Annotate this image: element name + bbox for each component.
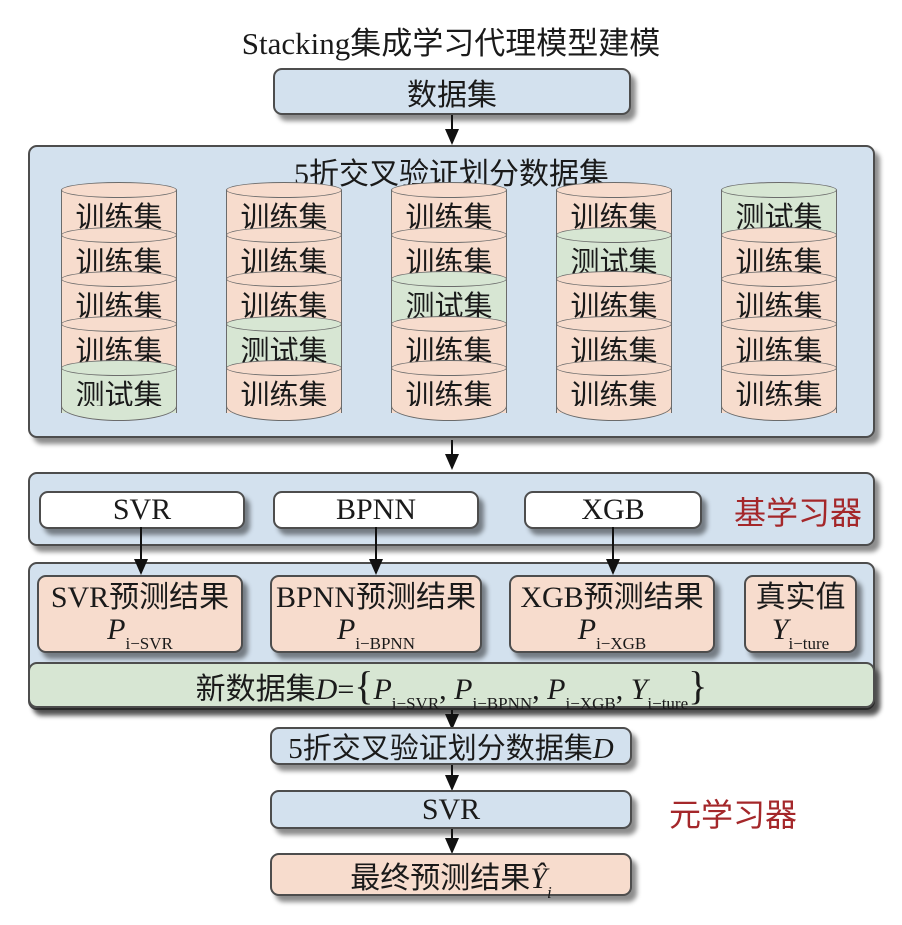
cylinder-cap bbox=[61, 226, 177, 243]
base-model-xgb-label: XGB bbox=[581, 493, 645, 526]
true-value-symbol: Yi−ture bbox=[771, 613, 830, 653]
cylinder-bottom bbox=[226, 405, 342, 421]
final-result-label: 最终预测结果Ŷi bbox=[350, 861, 552, 902]
fold-cylinder-3: 训练集训练集测试集训练集训练集 bbox=[391, 182, 507, 421]
meta-model-label: SVR bbox=[421, 792, 481, 826]
bpnn-prediction-label: BPNN预测结果 bbox=[275, 581, 477, 614]
svr-prediction-symbol: Pi−SVR bbox=[107, 613, 173, 653]
new-dataset-box: 新数据集D={Pi−SVR, Pi−BPNN, Pi−XGB, Yi−ture} bbox=[28, 662, 875, 713]
arrow-dataset-to-cv bbox=[445, 115, 459, 145]
dataset-label: 数据集 bbox=[407, 78, 497, 112]
cylinder-cap bbox=[391, 182, 507, 198]
fold-cylinder-1: 训练集训练集训练集训练集测试集 bbox=[61, 182, 177, 421]
meta-model-box: SVR bbox=[270, 790, 632, 829]
train-set-segment: 训练集 bbox=[61, 315, 177, 368]
cylinder-cap bbox=[61, 182, 177, 198]
cylinder-cap bbox=[391, 271, 507, 287]
base-learner-panel: SVR BPNN XGB 基学习器 bbox=[28, 472, 875, 546]
fold-cylinder-5: 测试集训练集训练集训练集训练集 bbox=[721, 182, 837, 421]
cylinder-bottom bbox=[391, 405, 507, 421]
cylinder-bottom bbox=[556, 405, 672, 421]
cylinder-cap bbox=[556, 182, 672, 198]
xgb-prediction-box: XGB预测结果 Pi−XGB bbox=[509, 575, 715, 653]
xgb-prediction-symbol: Pi−XGB bbox=[577, 613, 647, 653]
cylinder-bottom bbox=[721, 405, 837, 421]
base-model-bpnn-label: BPNN bbox=[335, 493, 417, 526]
fold-cylinder-4: 训练集测试集训练集训练集训练集 bbox=[556, 182, 672, 421]
diagram-title: Stacking集成学习代理模型建模 bbox=[241, 26, 661, 61]
new-dataset-formula: 新数据集D={Pi−SVR, Pi−BPNN, Pi−XGB, Yi−ture} bbox=[195, 662, 708, 713]
meta-cv-label: 5折交叉验证划分数据集D bbox=[288, 733, 614, 765]
cylinder-cap bbox=[556, 226, 672, 243]
train-set-segment: 训练集 bbox=[226, 226, 342, 279]
dataset-box: 数据集 bbox=[273, 68, 631, 115]
svr-prediction-box: SVR预测结果 Pi−SVR bbox=[37, 575, 243, 653]
base-model-svr-label: SVR bbox=[112, 493, 172, 526]
arrow-svr-to-pred bbox=[134, 527, 148, 575]
cylinder-bottom bbox=[61, 405, 177, 421]
cylinder-cap bbox=[61, 360, 177, 376]
fold-columns: 训练集训练集训练集训练集测试集训练集训练集训练集测试集训练集训练集训练集测试集训… bbox=[61, 182, 853, 421]
cylinder-cap bbox=[226, 360, 342, 376]
test-set-segment: 测试集 bbox=[391, 271, 507, 324]
base-learner-label: 基学习器 bbox=[734, 495, 863, 531]
cylinder-cap bbox=[61, 315, 177, 332]
cv-panel: 5折交叉验证划分数据集 训练集训练集训练集训练集测试集训练集训练集训练集测试集训… bbox=[28, 145, 875, 438]
cylinder-cap bbox=[391, 315, 507, 332]
train-set-segment: 训练集 bbox=[391, 315, 507, 368]
fold-cylinder-2: 训练集训练集训练集测试集训练集 bbox=[226, 182, 342, 421]
arrow-newdata-to-metacv bbox=[445, 710, 459, 730]
final-result-box: 最终预测结果Ŷi bbox=[270, 853, 632, 902]
svr-prediction-label: SVR预测结果 bbox=[50, 581, 230, 614]
true-value-box: 真实值 Yi−ture bbox=[744, 575, 857, 653]
bpnn-prediction-box: BPNN预测结果 Pi−BPNN bbox=[270, 575, 482, 653]
cylinder-cap bbox=[556, 360, 672, 376]
cylinder-cap bbox=[556, 315, 672, 332]
arrow-metacv-to-svr bbox=[445, 765, 459, 791]
cylinder-cap bbox=[391, 360, 507, 376]
cylinder-cap bbox=[721, 271, 837, 287]
base-model-xgb: XGB bbox=[524, 491, 702, 529]
meta-learner-label: 元学习器 bbox=[669, 797, 798, 833]
cylinder-cap bbox=[721, 315, 837, 332]
cylinder-cap bbox=[226, 182, 342, 198]
cylinder-cap bbox=[556, 271, 672, 287]
base-model-bpnn: BPNN bbox=[273, 491, 479, 529]
true-value-label: 真实值 bbox=[755, 581, 846, 614]
cylinder-cap bbox=[721, 182, 837, 198]
cylinder-cap bbox=[61, 271, 177, 287]
bpnn-prediction-symbol: Pi−BPNN bbox=[337, 613, 415, 653]
arrow-bpnn-to-pred bbox=[369, 527, 383, 575]
cylinder-cap bbox=[391, 226, 507, 243]
cylinder-cap bbox=[226, 271, 342, 287]
arrow-cv-to-base bbox=[445, 440, 459, 470]
arrow-svr-to-final bbox=[445, 829, 459, 854]
cylinder-cap bbox=[226, 315, 342, 332]
cylinder-cap bbox=[226, 226, 342, 243]
arrow-xgb-to-pred bbox=[606, 527, 620, 575]
xgb-prediction-label: XGB预测结果 bbox=[520, 581, 704, 614]
cylinder-cap bbox=[721, 226, 837, 243]
cylinder-cap bbox=[721, 360, 837, 376]
base-model-svr: SVR bbox=[39, 491, 245, 529]
meta-cv-box: 5折交叉验证划分数据集D bbox=[270, 727, 632, 765]
